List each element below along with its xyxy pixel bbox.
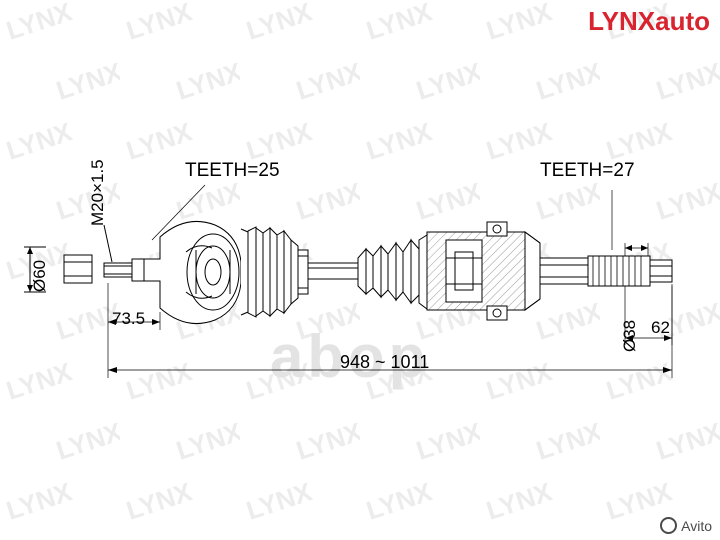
label-length-73-5: 73.5 [112,309,146,328]
brand-logo: LYNXauto [588,6,710,36]
label-thread-m20: M20×1.5 [88,159,107,226]
avito-label: Avito [681,517,712,534]
label-teeth-left: TEETH=25 [185,160,280,181]
avito-watermark: Avito [660,517,712,534]
label-length-62: 62 [651,318,670,337]
label-overall-length: 948 ~ 1011 [340,352,430,372]
circle-icon [660,517,678,534]
label-diameter-38: Ø38 [620,319,639,352]
label-teeth-right: TEETH=27 [540,160,635,181]
label-diameter-60: Ø60 [30,259,49,292]
center-watermark: abop [270,323,430,390]
